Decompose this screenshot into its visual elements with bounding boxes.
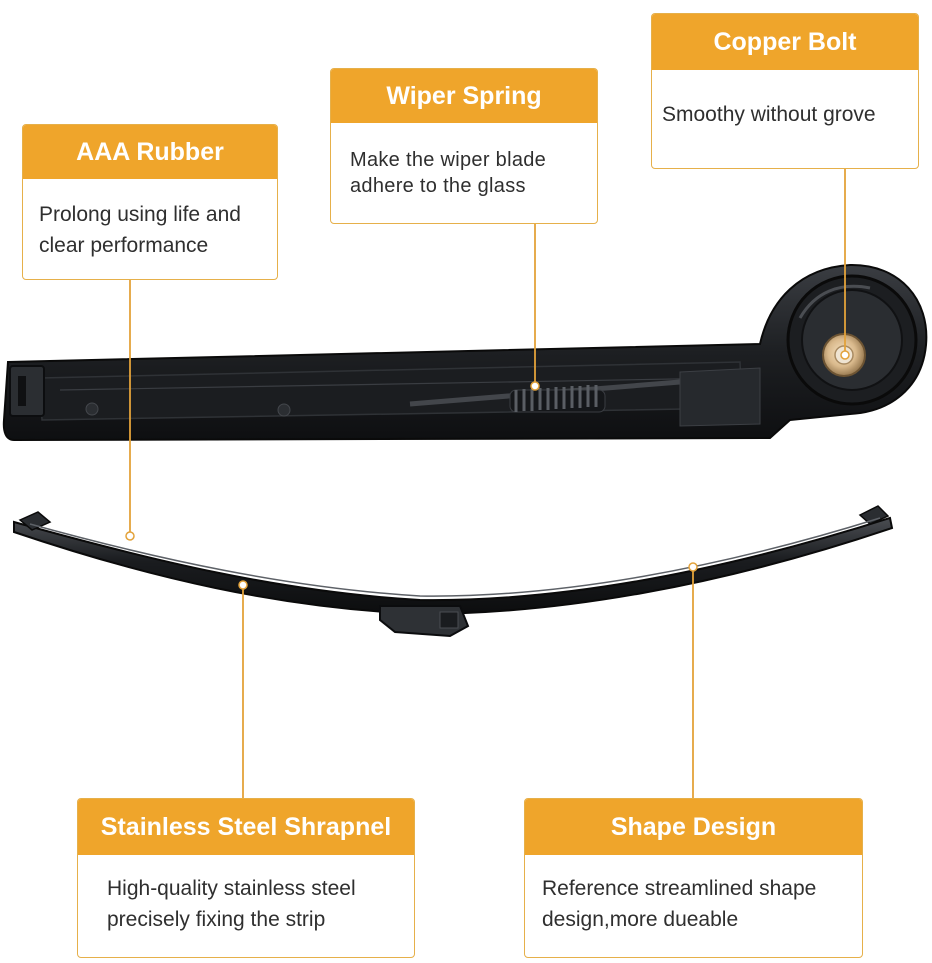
- copper-bolt: [822, 333, 866, 377]
- description-line: design,more dueable: [542, 908, 739, 931]
- callout-aaa-rubber: AAA Rubber Prolong using life and clear …: [22, 124, 278, 280]
- callout-shape-design: Shape Design Reference streamlined shape…: [524, 798, 863, 958]
- callout-wiper-spring: Wiper Spring Make the wiper blade adhere…: [330, 68, 598, 224]
- description-line: Reference streamlined shape: [542, 877, 817, 900]
- wiper-blade: [13, 505, 894, 638]
- callout-title: Stainless Steel Shrapnel: [78, 799, 414, 855]
- description-line: adhere to the glass: [350, 175, 526, 197]
- callout-description: Smoothy without grove: [652, 70, 918, 130]
- description-line: Smoothy without grove: [662, 103, 876, 126]
- wiper-spring: [509, 385, 606, 413]
- callout-description: Reference streamlined shape design,more …: [525, 855, 862, 935]
- callout-description: High-quality stainless steel precisely f…: [78, 855, 414, 935]
- callout-stainless-steel-shrapnel: Stainless Steel Shrapnel High-quality st…: [77, 798, 415, 958]
- callout-title: AAA Rubber: [23, 125, 277, 179]
- description-line: precisely fixing the strip: [107, 908, 326, 931]
- description-line: Make the wiper blade: [350, 149, 547, 171]
- description-line: clear performance: [39, 234, 209, 257]
- callout-description: Make the wiper blade adhere to the glass: [331, 123, 597, 199]
- callout-title: Copper Bolt: [652, 14, 918, 70]
- callout-copper-bolt: Copper Bolt Smoothy without grove: [651, 13, 919, 169]
- callout-title: Shape Design: [525, 799, 862, 855]
- description-line: High-quality stainless steel: [107, 877, 356, 900]
- wiper-arm: [2, 263, 928, 442]
- description-line: Prolong using life and: [39, 203, 241, 226]
- callout-description: Prolong using life and clear performance: [23, 179, 277, 261]
- callout-title: Wiper Spring: [331, 69, 597, 123]
